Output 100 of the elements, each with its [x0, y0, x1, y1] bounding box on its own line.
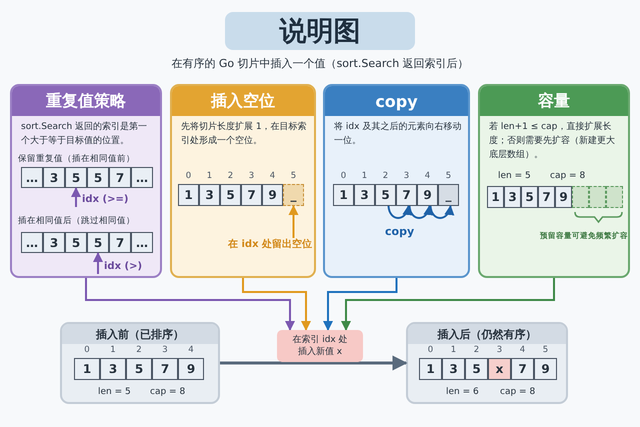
panel — [406, 322, 568, 404]
index-number: 2 — [135, 345, 143, 356]
panel-title: copy — [325, 86, 468, 116]
panel — [170, 84, 316, 278]
arrow — [288, 205, 298, 238]
array-cell: 3 — [43, 167, 65, 188]
array-cell: 5 — [126, 358, 152, 380]
index-number: 1 — [450, 345, 458, 356]
arrow — [93, 252, 103, 274]
array-cell: 9 — [534, 358, 557, 380]
description-text: sort.Search 返回的索引是第一个大于等于目标值的位置。 — [21, 120, 148, 148]
index-number: 4 — [424, 171, 432, 182]
array-cell: 1 — [419, 358, 442, 380]
array-cell: 7 — [109, 167, 131, 188]
description-text: 若 len+1 ≤ cap，直接扩展长度；否则需要先扩容（新建更大底层数组）。 — [489, 120, 616, 162]
arrow — [220, 356, 408, 370]
reserved-slot — [589, 186, 606, 208]
array-cell: … — [21, 167, 43, 188]
index-number: 3 — [248, 171, 256, 182]
index-pointer-text: idx (>=) — [76, 193, 126, 207]
capacity-text: cap = 8 — [150, 387, 186, 398]
panel — [323, 84, 470, 278]
index-number: 5 — [290, 171, 298, 182]
capacity-text: cap = 8 — [500, 387, 536, 398]
index-number: 5 — [542, 345, 550, 356]
array-cell: 5 — [220, 184, 241, 206]
subtitle: 在有序的 Go 切片中插入一个值（sort.Search 返回索引后） — [170, 56, 470, 71]
index-number: 1 — [206, 171, 214, 182]
arrow — [323, 278, 398, 331]
array-cell: 3 — [100, 358, 126, 380]
index-pointer-text: idx (>) — [98, 260, 142, 274]
reserved-slot — [606, 186, 623, 208]
length-text: len = 6 — [446, 387, 479, 398]
array-cell: 1 — [178, 184, 199, 206]
array-cell: 9 — [178, 358, 204, 380]
array-cell: 5 — [87, 167, 109, 188]
subheading-text: 保留重复值（插在相同值前） — [18, 154, 135, 165]
title: 说明图 — [225, 12, 415, 50]
arrow — [408, 205, 432, 219]
array-cell: 7 — [241, 184, 262, 206]
array-cell: 3 — [442, 358, 465, 380]
array-cell: 9 — [262, 184, 283, 206]
reserved-slot — [572, 186, 589, 208]
arrow — [388, 205, 412, 219]
array-cell: 5 — [65, 167, 87, 188]
arrow — [341, 278, 555, 331]
arrow — [85, 278, 295, 331]
index-number: 4 — [187, 345, 195, 356]
description-text: 先将切片长度扩展 1，在目标索引处形成一个空位。 — [181, 120, 308, 148]
arrow — [71, 187, 81, 207]
capacity-text: cap = 8 — [550, 171, 586, 182]
panel-title: 插入前（已排序） — [62, 324, 218, 344]
index-number: 4 — [268, 171, 276, 182]
array-cell: 7 — [152, 358, 178, 380]
array-cell: _ — [438, 184, 459, 206]
panel-title: 插入后（仍然有序） — [408, 324, 566, 344]
arrow — [242, 278, 311, 331]
panel-title: 容量 — [480, 86, 628, 116]
array-cell: x — [488, 358, 511, 380]
subheading-text: 插在相同值后（跳过相同值） — [18, 216, 135, 227]
array-cell: 5 — [65, 232, 87, 253]
index-number: 0 — [184, 171, 192, 182]
array-cell: … — [131, 167, 153, 188]
array-cell: 3 — [354, 184, 375, 206]
array-cell: 5 — [465, 358, 488, 380]
index-number: 3 — [496, 345, 504, 356]
array-cell: 3 — [504, 186, 521, 208]
arrow — [430, 205, 454, 219]
index-number: 3 — [402, 171, 410, 182]
array-cell: _ — [283, 184, 304, 206]
panel-title: 重复值策略 — [12, 86, 160, 116]
array-cell: 1 — [74, 358, 100, 380]
array-cell: 5 — [375, 184, 396, 206]
array-cell: 3 — [199, 184, 220, 206]
description-text: 将 idx 及其之后的元素向右移动一位。 — [334, 120, 462, 148]
array-cell: 1 — [333, 184, 354, 206]
annotation-text: copy — [385, 226, 414, 237]
length-text: len = 5 — [98, 387, 131, 398]
array-cell: 7 — [396, 184, 417, 206]
index-number: 1 — [360, 171, 368, 182]
index-number: 0 — [83, 345, 91, 356]
panel — [478, 84, 630, 278]
index-number: 2 — [472, 345, 480, 356]
array-cell: … — [21, 232, 43, 253]
panel — [60, 322, 220, 404]
length-text: len = 5 — [498, 171, 531, 182]
panel-title: 插入空位 — [172, 86, 314, 116]
index-number: 0 — [340, 171, 348, 182]
array-cell: 9 — [417, 184, 438, 206]
index-number: 0 — [426, 345, 434, 356]
array-cell: 7 — [109, 232, 131, 253]
array-cell: 1 — [487, 186, 504, 208]
panel — [10, 84, 162, 278]
array-cell: 7 — [511, 358, 534, 380]
index-number: 3 — [161, 345, 169, 356]
annotation-text: 在 idx 处留出空位 — [226, 238, 312, 252]
array-cell: 5 — [87, 232, 109, 253]
index-number: 4 — [518, 345, 526, 356]
index-number: 5 — [444, 171, 452, 182]
step-box: 在索引 idx 处插入新值 x — [277, 330, 363, 362]
